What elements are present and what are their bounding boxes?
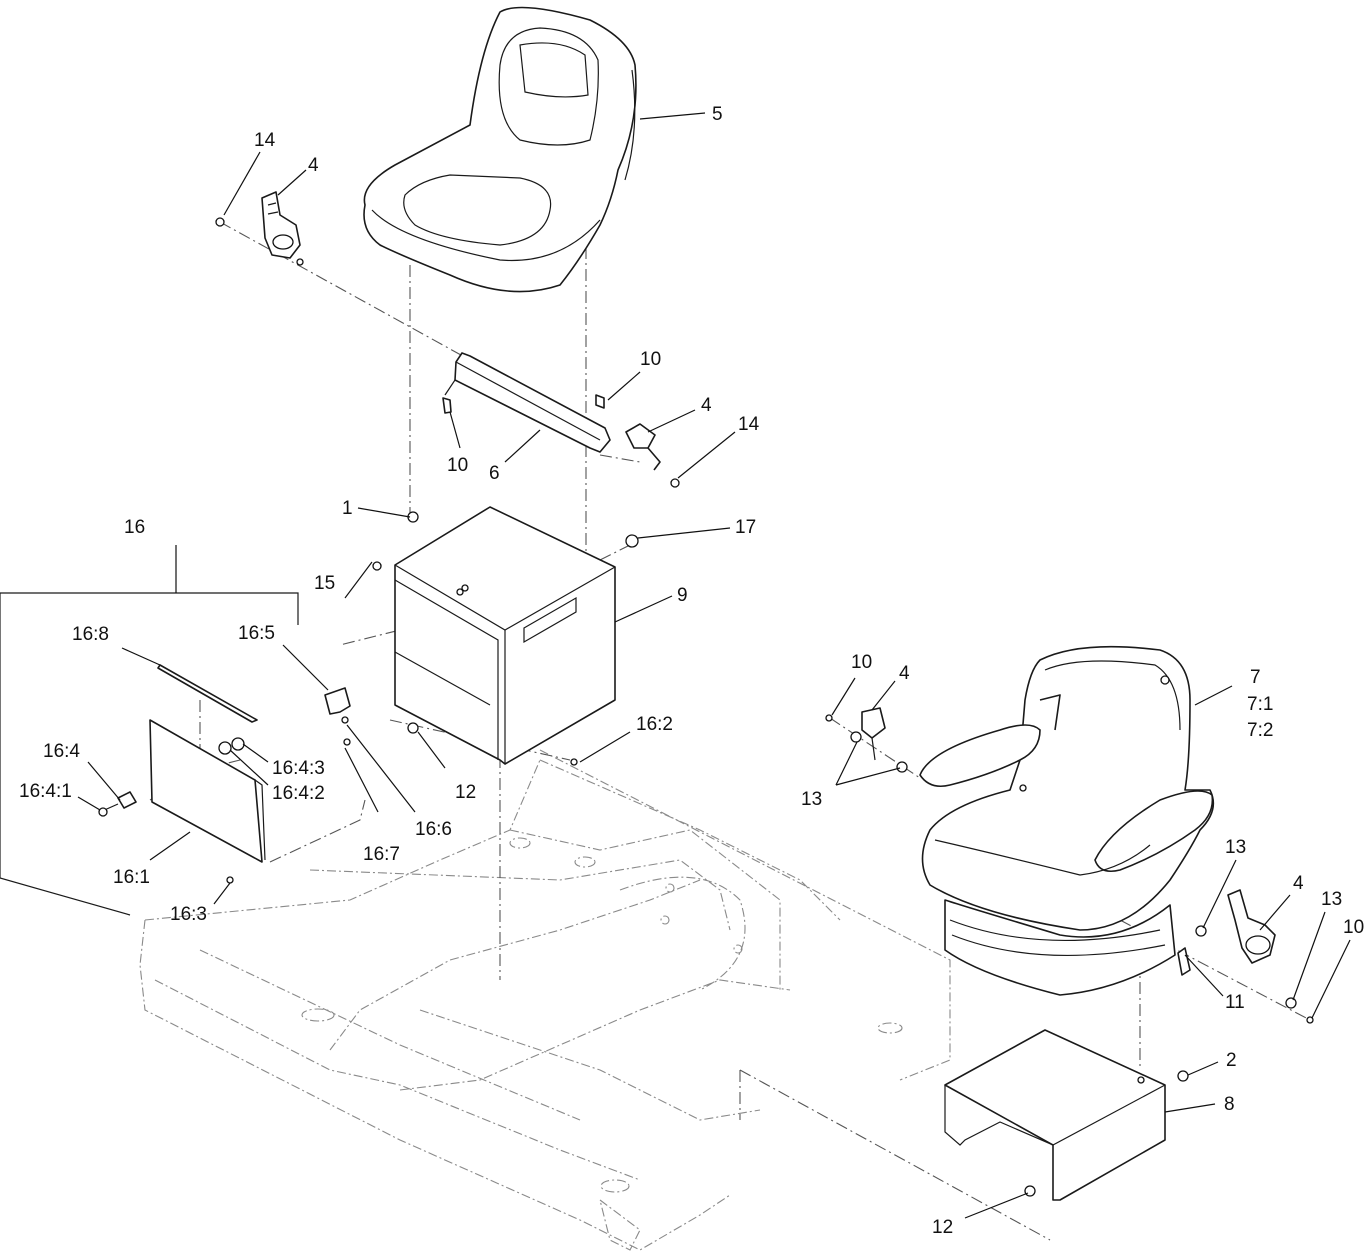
callout-16-8: 16:8	[72, 624, 109, 645]
callout-15: 15	[314, 573, 335, 594]
callout-16-6: 16:6	[415, 819, 452, 840]
callout-8: 8	[1224, 1094, 1235, 1115]
callout-16-4-2: 16:4:2	[272, 783, 325, 804]
callout-4: 4	[899, 663, 910, 684]
seat-belt-right-a	[825, 707, 908, 773]
callout-16-7: 16:7	[363, 844, 400, 865]
callout-14: 14	[254, 130, 276, 151]
callout-4: 4	[1293, 873, 1304, 894]
callout-16-4-1: 16:4:1	[19, 781, 72, 802]
standard-seat	[363, 6, 637, 293]
callout-13: 13	[1225, 837, 1246, 858]
callout-16: 16	[124, 517, 145, 538]
seat-mount-cover	[944, 1029, 1189, 1201]
seat-belt-right-b	[1195, 889, 1314, 1024]
callout-11: 11	[1225, 992, 1245, 1013]
manual-holder-kit	[0, 561, 578, 916]
seat-belt-left	[215, 191, 304, 266]
callout-13: 13	[801, 789, 822, 810]
machine-frame	[139, 749, 951, 1251]
callout-10: 10	[1343, 917, 1364, 938]
callout-10: 10	[447, 455, 468, 476]
callout-1: 1	[342, 498, 353, 519]
callout-4: 4	[308, 155, 319, 176]
callout-7: 7	[1250, 667, 1261, 688]
callout-9: 9	[677, 585, 688, 606]
callout-10: 10	[851, 652, 872, 673]
callout-12: 12	[932, 1217, 953, 1238]
seat-base-box	[394, 506, 639, 765]
callout-5: 5	[712, 104, 723, 125]
callout-17: 17	[735, 517, 756, 538]
callout-12: 12	[455, 782, 476, 803]
callouts: 5 14 4 10 4 14 10 6 1 17 16 15 9 16:8 16…	[19, 104, 1364, 1238]
suspension-seat	[919, 645, 1215, 996]
callout-13: 13	[1321, 889, 1342, 910]
callout-7-2: 7:2	[1247, 720, 1273, 741]
seat-belt-center	[625, 423, 680, 488]
callout-16-3: 16:3	[170, 904, 207, 925]
callout-16-4-3: 16:4:3	[272, 758, 325, 779]
callout-16-5: 16:5	[238, 623, 275, 644]
callout-14: 14	[738, 414, 760, 435]
callout-10: 10	[640, 349, 661, 370]
callout-16-4: 16:4	[43, 741, 80, 762]
callout-16-2: 16:2	[636, 714, 673, 735]
callout-16-1: 16:1	[113, 867, 150, 888]
seat-bracket	[442, 352, 611, 453]
callout-6: 6	[489, 463, 500, 484]
callout-2: 2	[1226, 1050, 1237, 1071]
callout-7-1: 7:1	[1247, 694, 1273, 715]
callout-4: 4	[701, 395, 712, 416]
leader-lines	[77, 112, 1351, 1219]
